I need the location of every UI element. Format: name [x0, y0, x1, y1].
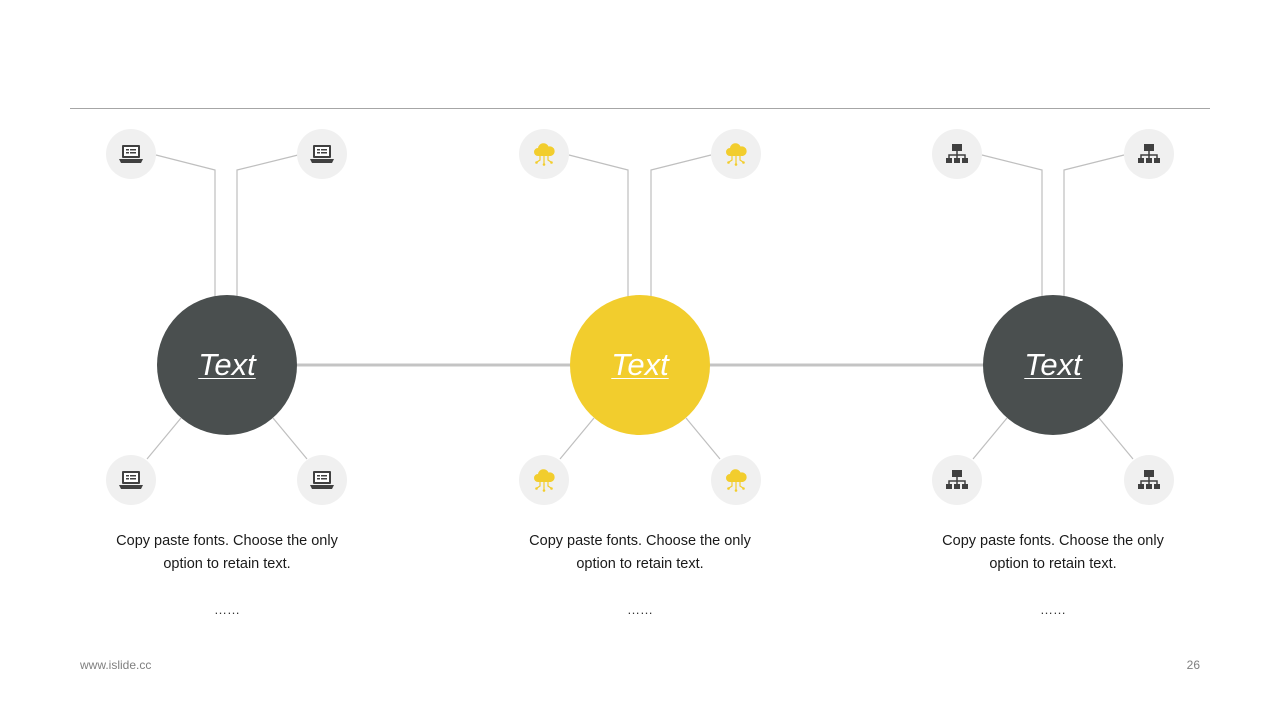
page-number: 26	[1186, 658, 1200, 672]
laptop-icon	[297, 455, 347, 505]
laptop-icon	[297, 129, 347, 179]
top-divider	[70, 108, 1210, 109]
connector-1-tl	[155, 154, 216, 297]
hub-circle-2: Text	[570, 295, 710, 435]
ellipsis-2: ……	[627, 602, 653, 617]
description-1: Copy paste fonts. Choose the only option…	[97, 530, 357, 575]
connector-3-br	[1098, 417, 1134, 460]
connector-3-bl	[972, 417, 1008, 460]
ellipsis-3: ……	[1040, 602, 1066, 617]
hub-label-3[interactable]: Text	[1024, 347, 1082, 382]
cloud-network-icon	[519, 129, 569, 179]
hub-label-2[interactable]: Text	[611, 347, 669, 382]
ellipsis-1: ……	[214, 602, 240, 617]
org-chart-icon	[1124, 129, 1174, 179]
hub-circle-1: Text	[157, 295, 297, 435]
org-chart-icon	[932, 129, 982, 179]
laptop-icon	[106, 455, 156, 505]
org-chart-icon	[1124, 455, 1174, 505]
description-2-line-1: Copy paste fonts. Choose the only	[529, 533, 751, 549]
description-3-line-2: option to retain text.	[989, 555, 1117, 572]
cloud-network-icon	[519, 455, 569, 505]
description-1-line-2: option to retain text.	[163, 555, 291, 572]
cloud-network-icon	[711, 129, 761, 179]
description-2-line-2: option to retain text.	[576, 555, 704, 572]
hub-circle-3: Text	[983, 295, 1123, 435]
description-1-line-1: Copy paste fonts. Choose the only	[116, 533, 338, 549]
description-3-line-1: Copy paste fonts. Choose the only	[942, 533, 1164, 549]
description-2: Copy paste fonts. Choose the only option…	[510, 530, 770, 575]
cloud-network-icon	[711, 455, 761, 505]
connector-2-br	[685, 417, 721, 460]
connector-1-br	[272, 417, 308, 460]
hub-label-1[interactable]: Text	[198, 347, 256, 382]
description-3: Copy paste fonts. Choose the only option…	[923, 530, 1183, 575]
footer-website[interactable]: www.islide.cc	[80, 658, 152, 672]
org-chart-icon	[932, 455, 982, 505]
connector-2-tr	[650, 154, 712, 297]
connector-1-bl	[146, 417, 182, 460]
connector-3-tl	[981, 154, 1043, 297]
connector-1-tr	[236, 154, 299, 297]
laptop-icon	[106, 129, 156, 179]
connector-3-tr	[1063, 154, 1125, 297]
connector-2-tl	[568, 154, 629, 297]
connector-2-bl	[559, 417, 595, 460]
